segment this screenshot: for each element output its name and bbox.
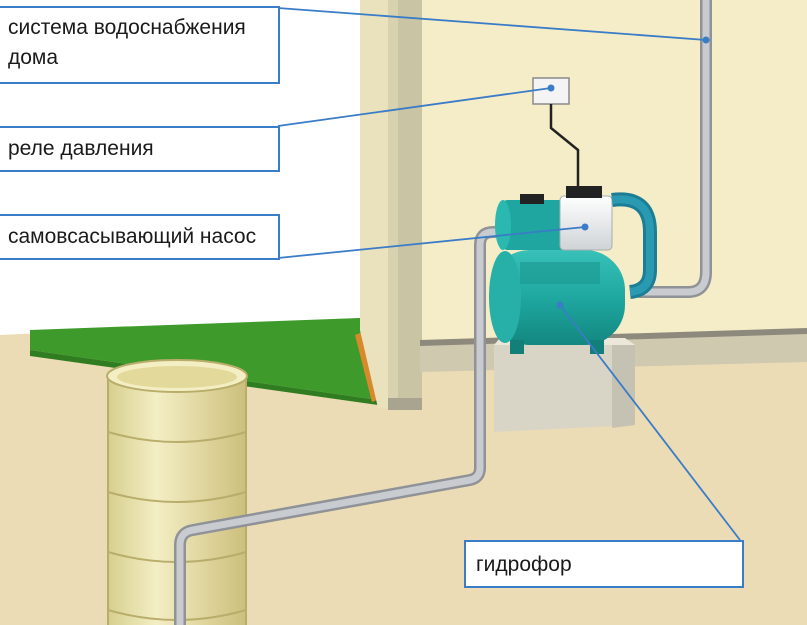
wall-base (388, 398, 422, 410)
suction-pipe (174, 226, 516, 625)
label-water-supply-system: система водоснабжения дома (0, 6, 280, 84)
leader-pump (277, 226, 586, 259)
hydrophore-tank (489, 250, 625, 354)
relay-wire (549, 104, 580, 190)
wall-corner (360, 0, 388, 408)
pump-unit (495, 186, 657, 299)
label-self-priming-pump: самовсасывающий насос (0, 214, 280, 260)
supply-pipe (634, 0, 712, 298)
leader-lines (277, 7, 741, 541)
leader-hydrophore (559, 304, 741, 541)
label-hydrophore: гидрофор (464, 540, 744, 588)
leader-pressure-relay (277, 87, 552, 127)
leader-water-system (277, 7, 707, 41)
concrete-block (494, 345, 635, 432)
leader-dots (547, 36, 710, 309)
well (106, 359, 248, 625)
label-pressure-relay: реле давления (0, 126, 280, 172)
wall-corner-face (398, 0, 422, 408)
grass (30, 318, 378, 400)
